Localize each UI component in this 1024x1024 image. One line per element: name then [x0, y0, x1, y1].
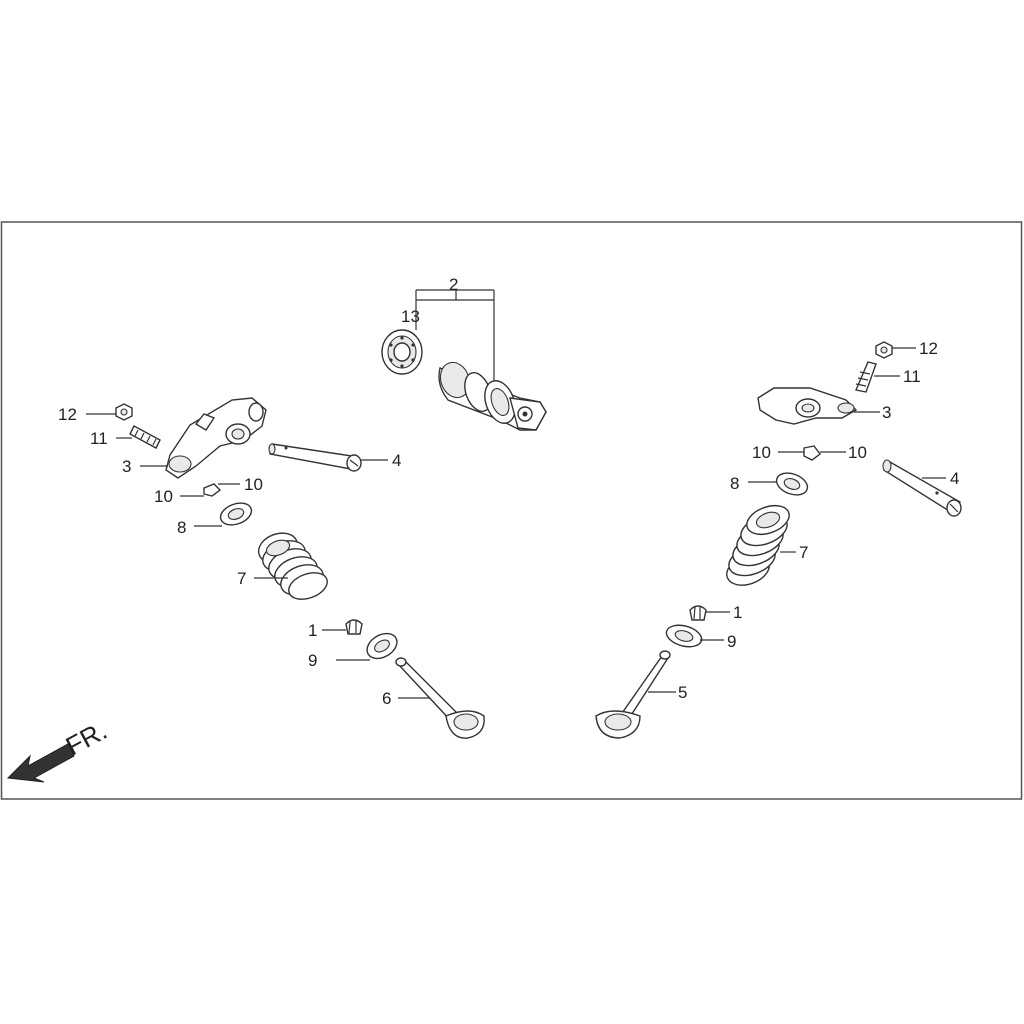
callout-13: 13: [401, 307, 420, 326]
camshaft-assembly: 2 13: [381, 275, 547, 431]
callout-left-1: 1: [308, 621, 317, 640]
callout-right-12: 12: [919, 339, 938, 358]
adjuster-cap-left: [203, 483, 222, 497]
callout-left-7: 7: [237, 569, 246, 588]
spring-seat-right: [665, 624, 703, 648]
callout-left-12: 12: [58, 405, 77, 424]
valve-left: [395, 657, 485, 739]
rocker-shaft-right: [882, 459, 962, 517]
valve-spring-left: [257, 532, 328, 600]
adjuster-nut-right: [875, 341, 893, 359]
front-direction-marker: FR.: [6, 715, 112, 783]
adjuster-nut-left: [115, 403, 133, 421]
callout-left-9: 9: [308, 651, 317, 670]
diagram-frame: [0, 221, 1023, 800]
callout-right-4: 4: [950, 469, 959, 488]
adjuster-cap-right: [803, 445, 821, 461]
callout-left-3: 3: [122, 457, 131, 476]
callout-right-3: 3: [882, 403, 891, 422]
front-arrow-icon: [6, 743, 75, 783]
callout-right-10a: 10: [752, 443, 771, 462]
adjuster-screw-left: [129, 425, 161, 449]
callout-right-10b: 10: [848, 443, 867, 462]
rocker-shaft-left: [268, 443, 362, 472]
adjuster-screw-right: [855, 361, 877, 393]
callout-right-7: 7: [799, 543, 808, 562]
spring-retainer-left: [219, 502, 253, 526]
valve-right: [595, 650, 671, 739]
bearing-part: [381, 329, 423, 375]
callout-left-4: 4: [392, 451, 401, 470]
valve-cotter-right: [689, 605, 707, 621]
callout-left-10b: 10: [154, 487, 173, 506]
camshaft-part: [438, 361, 547, 431]
callout-left-8: 8: [177, 518, 186, 537]
rocker-arm-right: [757, 387, 858, 425]
callout-left-11: 11: [90, 429, 108, 448]
valve-spring-right: [726, 504, 790, 586]
spring-retainer-right: [775, 472, 809, 496]
callout-right-5: 5: [678, 683, 687, 702]
left-valve-group: 12 11 3 4: [58, 397, 485, 739]
callout-right-11: 11: [903, 367, 921, 386]
right-valve-group: 12 11 3 10 10: [595, 339, 962, 739]
callout-right-1: 1: [733, 603, 742, 622]
spring-seat-left: [366, 632, 398, 660]
rocker-arm-left: [165, 397, 267, 479]
valve-cotter-left: [345, 619, 363, 635]
callout-left-6: 6: [382, 689, 391, 708]
callout-right-9: 9: [727, 632, 736, 651]
callout-left-10a: 10: [244, 475, 263, 494]
callout-2: 2: [449, 275, 458, 294]
callout-right-8: 8: [730, 474, 739, 493]
